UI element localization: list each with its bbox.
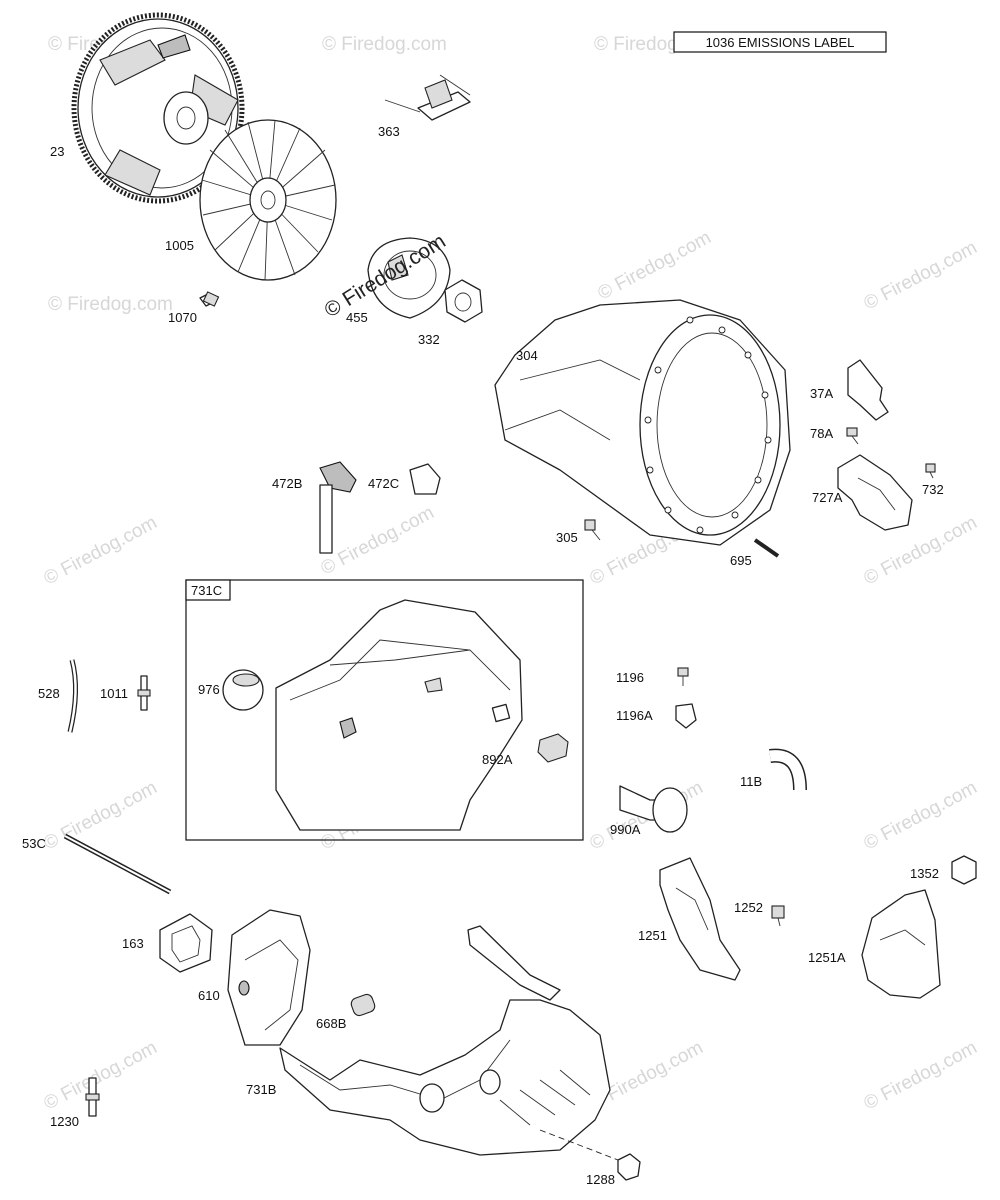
callout-1252: 1252 bbox=[734, 900, 763, 915]
callout-363: 363 bbox=[378, 124, 400, 139]
callout-472B: 472B bbox=[272, 476, 302, 491]
callout-1005: 1005 bbox=[165, 238, 194, 253]
flywheel-23 bbox=[71, 12, 245, 204]
gasket-163 bbox=[159, 913, 213, 973]
watermark: © Firedog.com bbox=[40, 1037, 160, 1114]
callout-1196: 1196 bbox=[616, 670, 644, 685]
shroud-731C bbox=[275, 599, 523, 831]
callout-976: 976 bbox=[198, 682, 220, 697]
watermark: © Firedog.com bbox=[317, 502, 437, 579]
callout-304: 304 bbox=[516, 348, 538, 363]
callout-1251A: 1251A bbox=[808, 950, 846, 965]
fitting-1011 bbox=[137, 675, 151, 711]
callout-78A: 78A bbox=[810, 426, 833, 441]
callout-1251: 1251 bbox=[638, 928, 667, 943]
stud-1230 bbox=[85, 1077, 100, 1117]
callout-305: 305 bbox=[556, 530, 578, 545]
callout-892A: 892A bbox=[482, 752, 513, 767]
callout-332: 332 bbox=[418, 332, 440, 347]
blower-fan-1005 bbox=[199, 119, 337, 281]
callout-731B: 731B bbox=[246, 1082, 276, 1097]
callout-455: 455 bbox=[346, 310, 368, 325]
callout-610: 610 bbox=[198, 988, 220, 1003]
heat-shield-1251 bbox=[659, 857, 741, 981]
watermark: © Firedog.com bbox=[860, 777, 980, 854]
assembly-box-731C bbox=[185, 579, 584, 841]
callout-1352: 1352 bbox=[910, 866, 939, 881]
callout-990A: 990A bbox=[610, 822, 641, 837]
callout-695: 695 bbox=[730, 553, 752, 568]
watermark: © Firedog.com bbox=[40, 777, 160, 854]
blower-housing-304 bbox=[494, 299, 791, 546]
watermark: © Firedog.com bbox=[322, 34, 447, 55]
screw-1252 bbox=[771, 905, 785, 927]
emissions-label-text: 1036 EMISSIONS LABEL bbox=[706, 35, 855, 50]
tube-528 bbox=[67, 659, 79, 733]
callout-727A: 727A bbox=[812, 490, 843, 505]
callout-472C: 472C bbox=[368, 476, 399, 491]
watermark: © Firedog.com bbox=[860, 1037, 980, 1114]
starter-cup-455 bbox=[367, 237, 451, 319]
callout-1288: 1288 bbox=[586, 1172, 615, 1187]
callout-1070: 1070 bbox=[168, 310, 197, 325]
callout-732: 732 bbox=[922, 482, 944, 497]
spacer-668B bbox=[350, 993, 376, 1017]
knob-990A bbox=[619, 785, 688, 833]
lever-472B bbox=[319, 461, 357, 554]
switch-892A bbox=[537, 733, 569, 763]
callout-23: 23 bbox=[50, 144, 64, 159]
rod-53C bbox=[63, 833, 172, 895]
callout-668B: 668B bbox=[316, 1016, 346, 1031]
watermark: © Firedog.com bbox=[594, 227, 714, 304]
callout-1196A: 1196A bbox=[616, 708, 653, 723]
callout-37A: 37A bbox=[810, 386, 833, 401]
screw-305 bbox=[584, 519, 601, 541]
nut-1288 bbox=[617, 1153, 641, 1181]
screw-695 bbox=[753, 538, 780, 558]
emissions-label-box: 1036 EMISSIONS LABEL bbox=[673, 31, 887, 53]
screw-78A bbox=[846, 427, 859, 445]
screw-732 bbox=[925, 463, 936, 479]
screw-1070 bbox=[199, 291, 220, 307]
callout-11B: 11B bbox=[740, 774, 762, 789]
guard-610 bbox=[227, 909, 311, 1046]
callout-163: 163 bbox=[122, 936, 144, 951]
callout-1011: 1011 bbox=[100, 686, 128, 701]
bracket-363 bbox=[384, 74, 471, 121]
shroud-731B bbox=[279, 925, 611, 1156]
callout-731C: 731C bbox=[191, 583, 222, 598]
watermark: © Firedog.com bbox=[48, 294, 173, 315]
shield-727A bbox=[837, 454, 913, 531]
watermark: © Firedog.com bbox=[40, 512, 160, 589]
callout-528: 528 bbox=[38, 686, 60, 701]
leader-1288 bbox=[539, 1129, 619, 1161]
heat-shield-1251A bbox=[861, 889, 941, 999]
cap-976 bbox=[222, 669, 264, 711]
shield-37A bbox=[847, 359, 889, 421]
plug-1352 bbox=[951, 855, 977, 885]
nut-332 bbox=[444, 279, 483, 323]
watermark: © Firedog.com bbox=[860, 237, 980, 314]
knob-472C bbox=[409, 463, 441, 495]
callout-53C: 53C bbox=[22, 836, 46, 851]
grommet-1196A bbox=[675, 703, 697, 729]
callout-1230: 1230 bbox=[50, 1114, 79, 1129]
hose-11B bbox=[769, 748, 807, 791]
screw-1196 bbox=[677, 667, 689, 686]
